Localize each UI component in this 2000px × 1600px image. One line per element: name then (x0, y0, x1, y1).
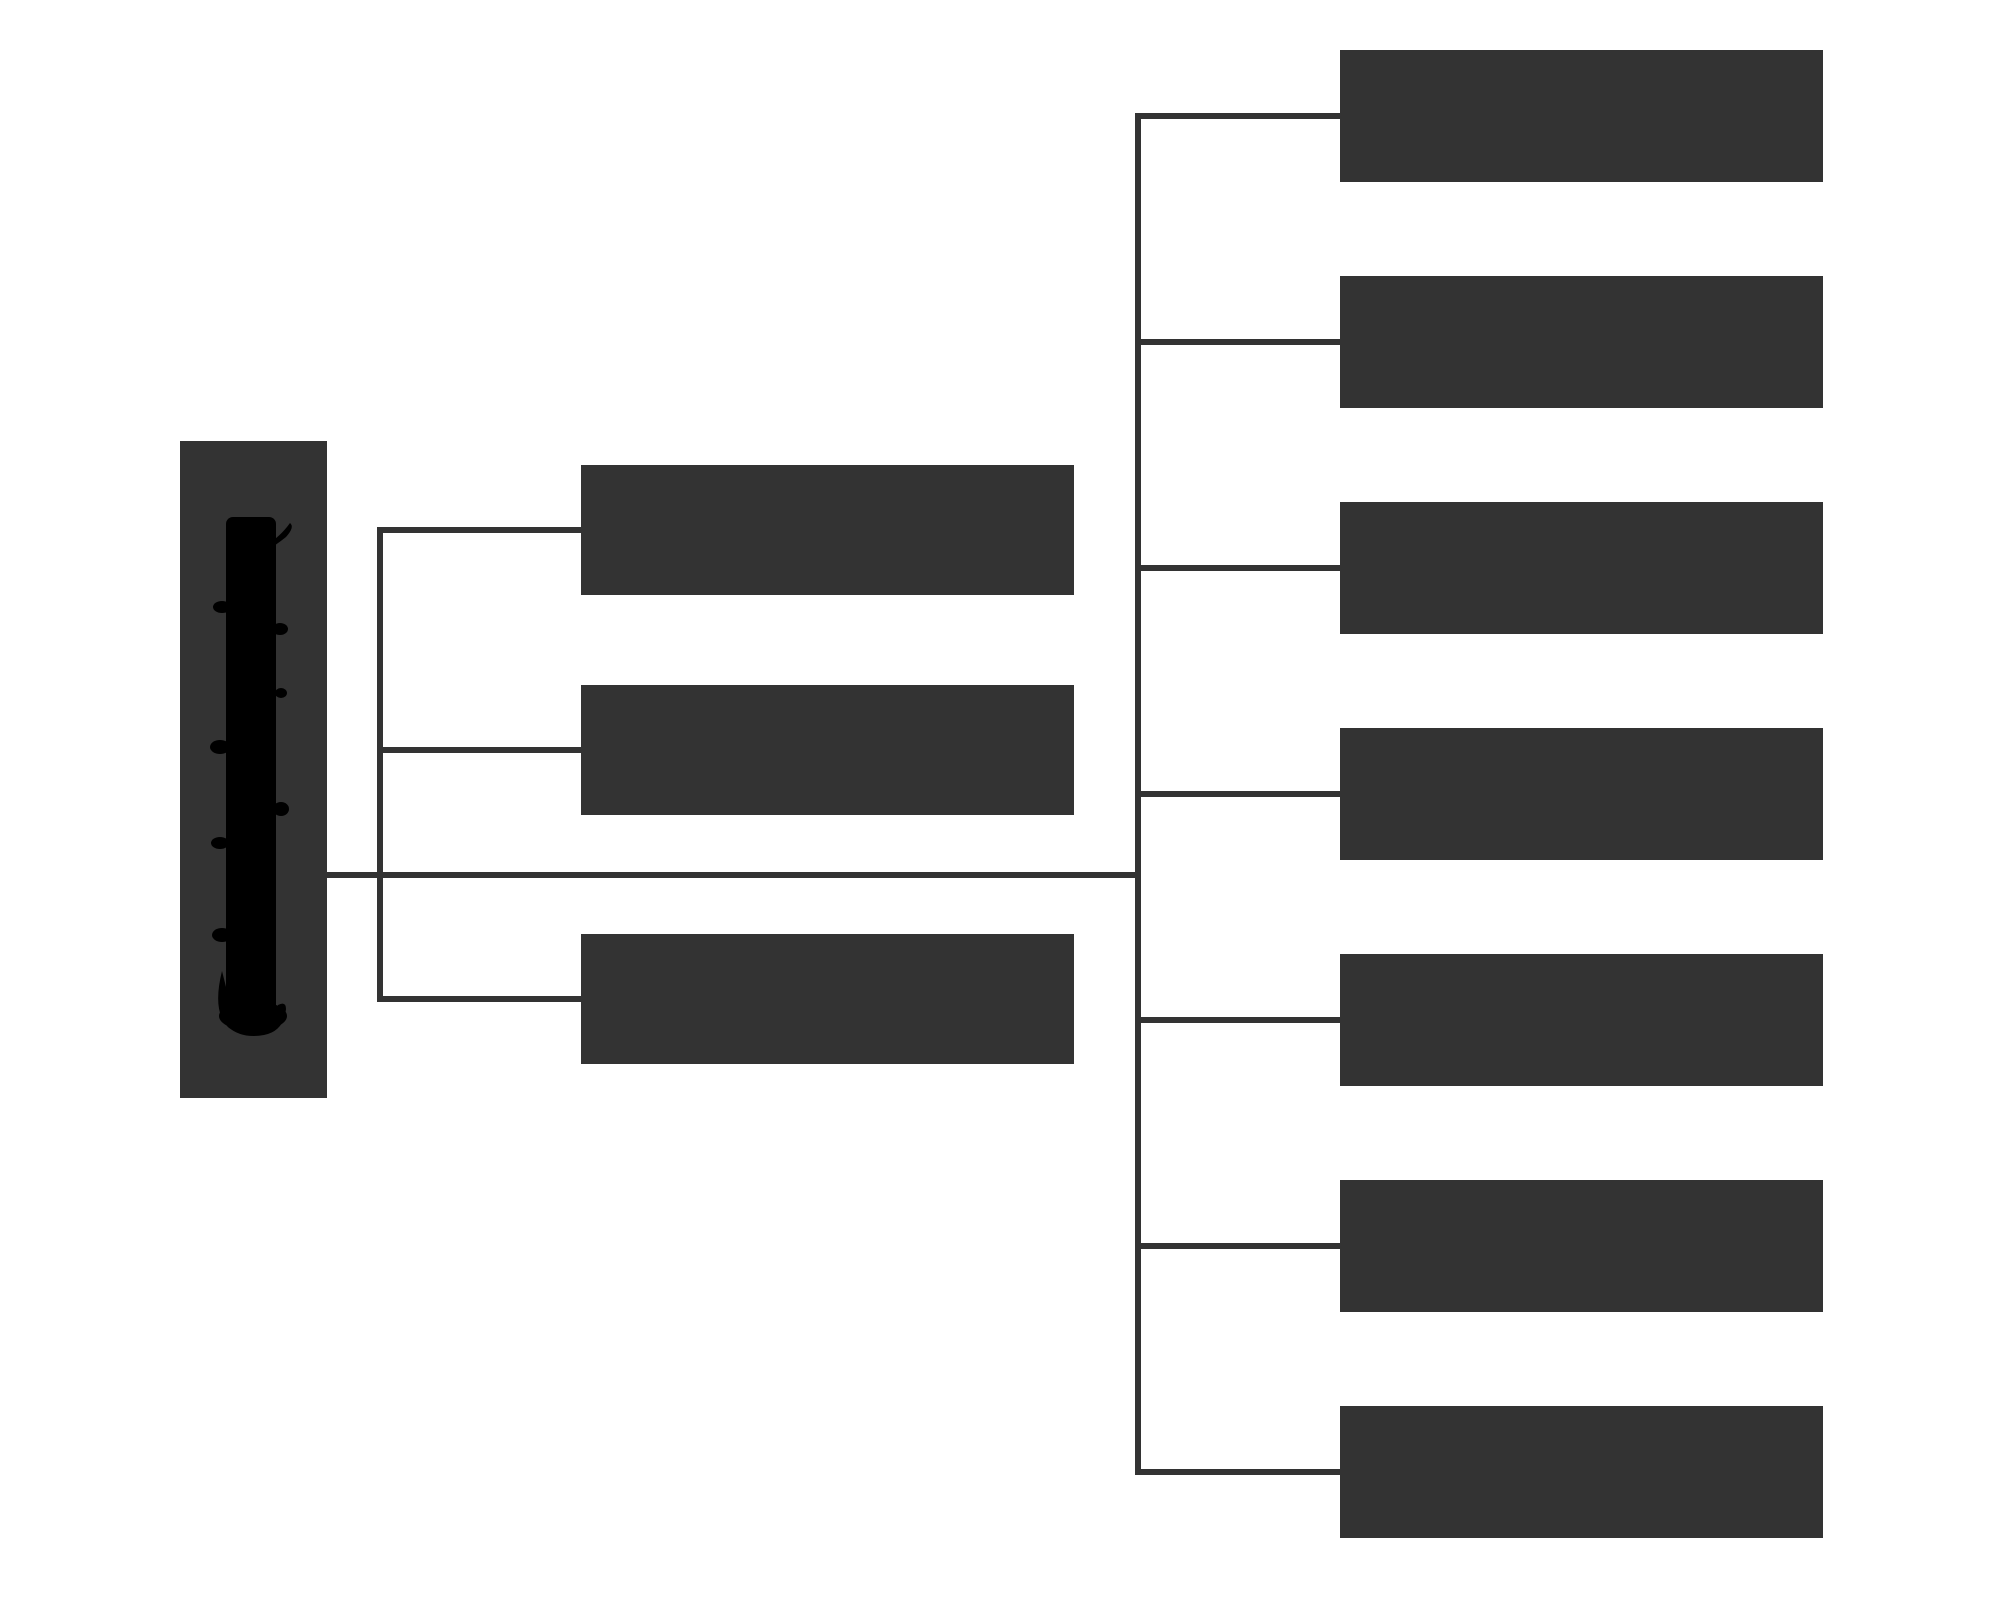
connector-branch-2 (377, 747, 581, 753)
root-node-label (180, 441, 327, 1098)
leaf-node-2-label (1340, 276, 1823, 408)
connector-leaf-4 (1138, 791, 1340, 797)
branch-node-2-label (581, 685, 1074, 815)
leaf-node-6-label (1340, 1180, 1823, 1312)
leaf-node-4 (1340, 728, 1823, 860)
connector-leaf-3 (1138, 565, 1340, 571)
branch-node-3-label (581, 934, 1074, 1064)
root-node (180, 441, 327, 1098)
leaf-node-5-label (1340, 954, 1823, 1086)
branch-node-2 (581, 685, 1074, 815)
leaf-node-3 (1340, 502, 1823, 634)
leaf-node-6 (1340, 1180, 1823, 1312)
connector-middle-trunk (377, 527, 383, 1002)
connector-leaf-6 (1138, 1243, 1340, 1249)
branch-node-1 (581, 465, 1074, 595)
leaf-node-1 (1340, 50, 1823, 182)
connector-branch-3 (377, 996, 581, 1002)
leaf-node-7 (1340, 1406, 1823, 1538)
leaf-node-5 (1340, 954, 1823, 1086)
connector-leaf-7 (1138, 1469, 1340, 1475)
branch-node-1-label (581, 465, 1074, 595)
leaf-node-3-label (1340, 502, 1823, 634)
leaf-node-7-label (1340, 1406, 1823, 1538)
connector-branch-1 (377, 527, 581, 533)
leaf-node-1-label (1340, 50, 1823, 182)
leaf-node-2 (1340, 276, 1823, 408)
branch-node-3 (581, 934, 1074, 1064)
connector-leaf-2 (1138, 339, 1340, 345)
connector-leaf-5 (1138, 1017, 1340, 1023)
connector-root-horizontal (327, 872, 1141, 878)
leaf-node-4-label (1340, 728, 1823, 860)
connector-leaf-1 (1138, 113, 1340, 119)
vertical-text-blob-icon (210, 517, 292, 1036)
